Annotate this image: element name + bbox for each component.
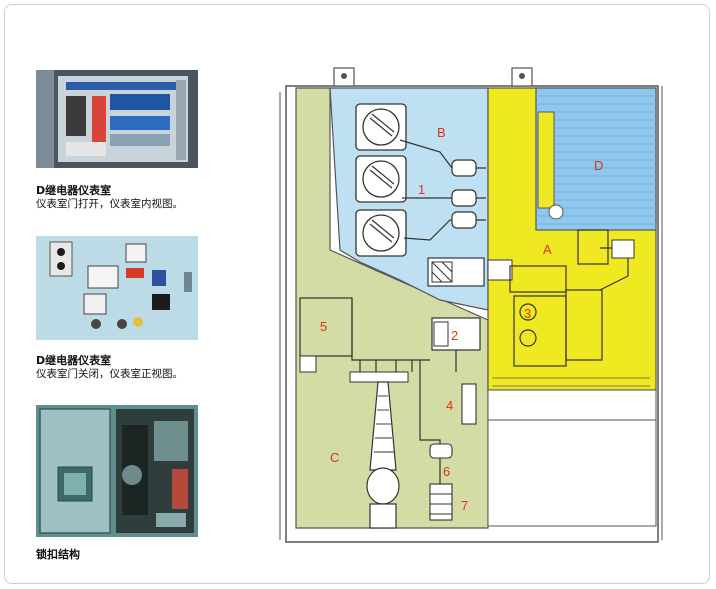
label-7: 7 bbox=[461, 498, 468, 513]
label-d: D bbox=[594, 158, 603, 173]
caption-title-2: D继电器仪表室 bbox=[36, 354, 112, 367]
earthing-switch bbox=[461, 383, 477, 425]
caption-title-1: D继电器仪表室 bbox=[36, 184, 112, 197]
base-rail bbox=[492, 377, 650, 387]
caption-subtitle-1: 仪表室门打开，仪表室内视图。 bbox=[36, 198, 183, 210]
label-2: 2 bbox=[451, 328, 458, 343]
caption-title-3: 锁扣结构 bbox=[36, 548, 80, 561]
label-1: 1 bbox=[418, 182, 425, 197]
photo-relay-room-closed bbox=[36, 236, 198, 340]
label-3: 3 bbox=[524, 306, 531, 321]
photo-latch-structure bbox=[36, 405, 198, 537]
label-c: C bbox=[330, 450, 339, 465]
relay-door-handle bbox=[537, 111, 555, 209]
outer-frame bbox=[4, 4, 710, 584]
surge-arrester-top bbox=[429, 443, 453, 459]
caption-subtitle-2: 仪表室门关闭，仪表室正视图。 bbox=[36, 368, 183, 380]
branch-bushings bbox=[451, 159, 477, 229]
label-4: 4 bbox=[446, 398, 453, 413]
cable-termination bbox=[369, 381, 397, 471]
surge-arrester-body bbox=[429, 483, 453, 521]
label-5: 5 bbox=[320, 319, 327, 334]
label-b: B bbox=[437, 125, 446, 140]
label-6: 6 bbox=[443, 464, 450, 479]
photo-relay-room-open bbox=[36, 70, 198, 168]
label-a: A bbox=[543, 242, 552, 257]
